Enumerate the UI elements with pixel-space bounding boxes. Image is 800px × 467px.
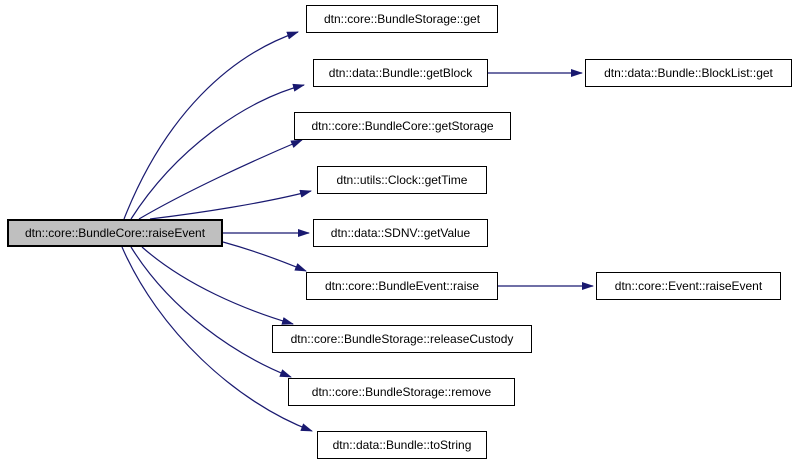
node-bundlecore-getstorage[interactable]: dtn::core::BundleCore::getStorage [294,112,511,140]
node-bundle-getblock[interactable]: dtn::data::Bundle::getBlock [313,59,488,87]
node-bundlestorage-releasecustody[interactable]: dtn::core::BundleStorage::releaseCustody [272,325,532,353]
node-bundleevent-raise[interactable]: dtn::core::BundleEvent::raise [306,272,498,300]
edge-raiseevent-to-gettime [149,189,312,220]
edge-raiseevent-to-remove [130,246,292,378]
node-clock-gettime[interactable]: dtn::utils::Clock::getTime [317,166,487,194]
node-blocklist-get[interactable]: dtn::data::Bundle::BlockList::get [585,59,792,87]
edge-raiseevent-to-getstorage [138,139,303,220]
node-bundle-tostring[interactable]: dtn::data::Bundle::toString [317,431,487,459]
edge-raiseevent-to-storage-get [123,31,299,220]
edge-raiseevent-to-getblock [130,83,305,220]
node-bundlestorage-remove[interactable]: dtn::core::BundleStorage::remove [288,378,515,406]
node-bundlecore-raiseevent: dtn::core::BundleCore::raiseEvent [7,219,223,247]
node-event-raiseevent[interactable]: dtn::core::Event::raiseEvent [596,272,781,300]
edge-raiseevent-to-raise [222,241,307,272]
node-bundlestorage-get[interactable]: dtn::core::BundleStorage::get [306,5,498,33]
edge-raiseevent-to-releasecustody [141,246,294,325]
node-sdnv-getvalue[interactable]: dtn::data::SDNV::getValue [313,219,488,247]
